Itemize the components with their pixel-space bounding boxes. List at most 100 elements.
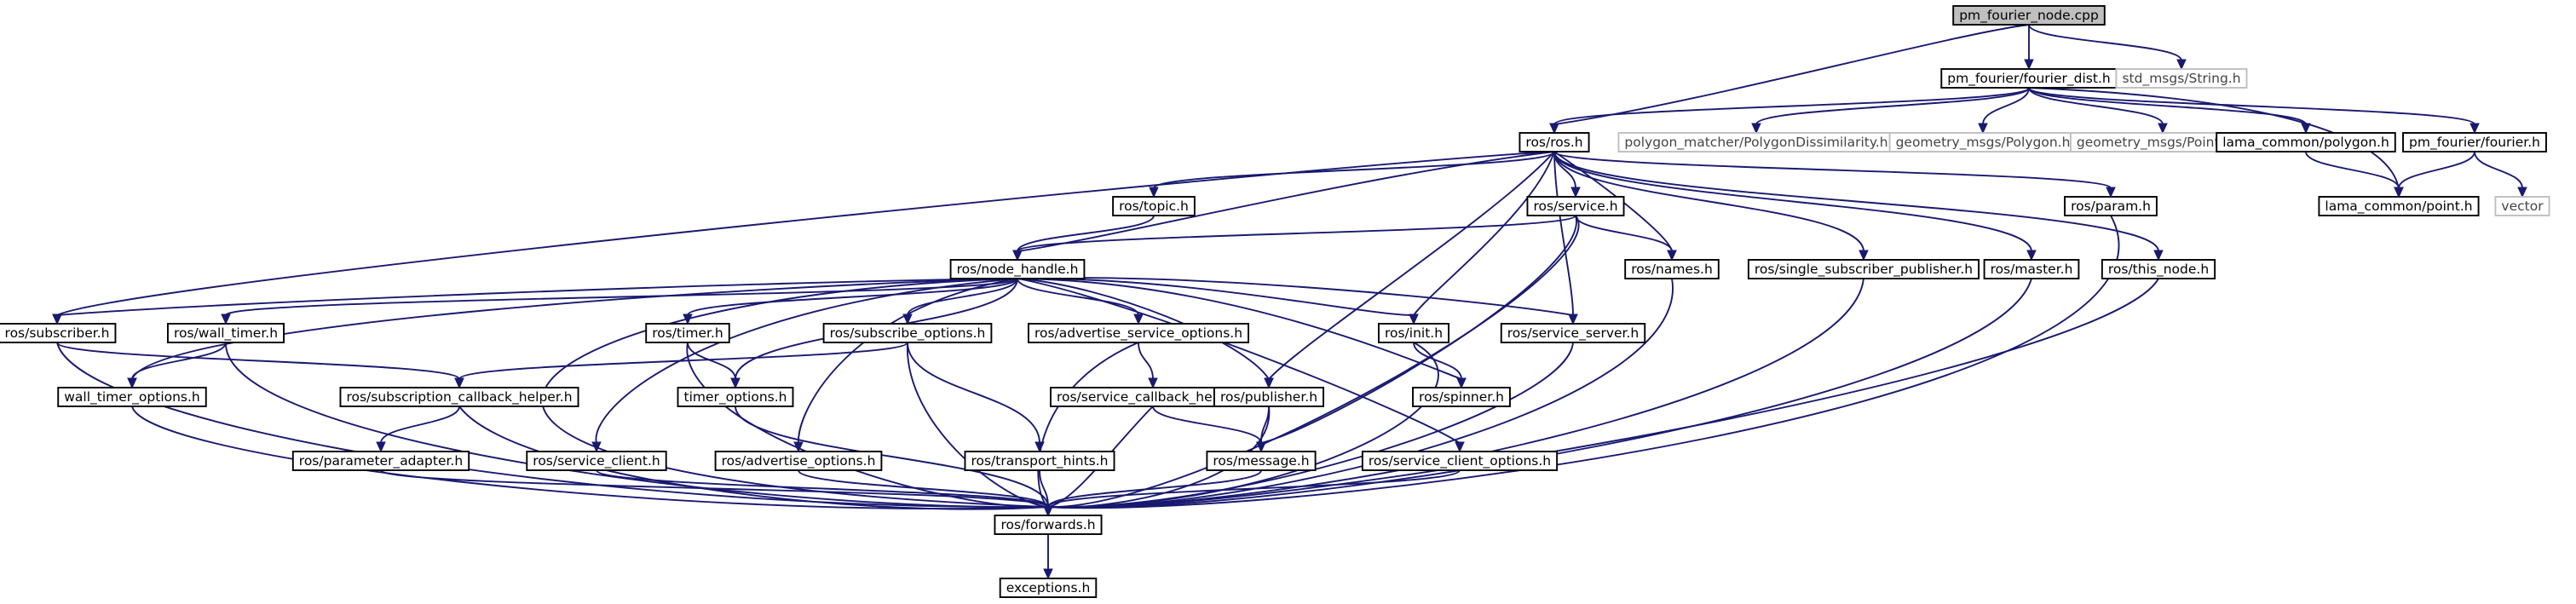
edge-lama-common-polygon-h-to-lama-common-point-h [2305,151,2404,198]
node-box [2494,196,2550,216]
arrowhead-icon [1012,250,1023,262]
node-label: ros/this_node.h [2108,262,2209,278]
node-ros-transport-hints-h[interactable]: ros/transport_hints.h [964,451,1115,471]
node-box [526,451,667,471]
node-box [714,451,883,471]
node-geometry-msgs-polygon-h: geometry_msgs/Polygon.h [1888,132,2078,152]
node-ros-service-h[interactable]: ros/service.h [1526,196,1625,216]
node-label: std_msgs/String.h [2122,71,2240,87]
node-label: pm_fourier/fourier_dist.h [1947,71,2110,87]
node-box [1519,132,1590,152]
node-ros-parameter-adapter-h[interactable]: ros/parameter_adapter.h [291,451,470,471]
node-label: wall_timer_options.h [64,389,200,406]
node-timer-options-h[interactable]: timer_options.h [677,387,794,407]
node-pm-fourier-fourier-h[interactable]: pm_fourier/fourier.h [2402,132,2547,152]
node-ros-topic-h[interactable]: ros/topic.h [1112,196,1196,216]
edge-pm-fourier-node-cpp-to-std-msgs-string-h [2028,24,2187,71]
edge-ros-node-handle-h-to-ros-wall-timer-h [221,278,1018,325]
node-ros-advertise-options-h[interactable]: ros/advertise_options.h [714,451,883,471]
edge-ros-node-handle-h-to-ros-advertise-service-options-h [1017,278,1144,325]
arrowhead-icon [2153,250,2164,262]
edge-ros-node-handle-h-to-ros-publisher-h [1017,278,1274,389]
node-pm-fourier-node-cpp[interactable]: pm_fourier_node.cpp [1952,5,2106,26]
arrowhead-icon [1148,377,1158,389]
node-label: ros/service_client.h [533,453,660,469]
node-ros-subscribe-options-h[interactable]: ros/subscribe_options.h [822,323,993,343]
node-lama-common-point-h[interactable]: lama_common/point.h [2318,196,2480,216]
node-ros-subscriber-h[interactable]: ros/subscriber.h [0,323,117,343]
node-ros-forwards-h[interactable]: ros/forwards.h [994,515,1103,535]
edge-pm-fourier-fourier-h-to-lama-common-point-h [2394,151,2475,198]
node-ros-service-client-options-h[interactable]: ros/service_client_options.h [1361,451,1559,471]
arrowhead-icon [127,377,137,389]
arrowhead-icon [2394,187,2404,198]
node-ros-service-client-h[interactable]: ros/service_client.h [526,451,667,471]
node-ros-message-h[interactable]: ros/message.h [1206,451,1317,471]
node-ros-param-h[interactable]: ros/param.h [2064,196,2158,216]
arrowhead-icon [730,377,741,389]
node-box [2101,259,2216,279]
node-label: ros/master.h [1991,262,2073,277]
nodes-layer: pm_fourier_node.cpp pm_fourier/fourier_di… [0,5,2550,598]
node-ros-node-handle-h[interactable]: ros/node_handle.h [949,259,1086,279]
node-ros-spinner-h[interactable]: ros/spinner.h [1412,387,1511,407]
node-label: ros/param.h [2071,198,2151,214]
node-ros-ros-h[interactable]: ros/ros.h [1519,132,1590,152]
node-label: ros/message.h [1213,453,1309,469]
arrowhead-icon [376,441,386,453]
arrowhead-icon [1549,123,1559,135]
node-label: ros/node_handle.h [957,262,1079,278]
node-box [1952,5,2106,26]
node-ros-subscription-callback-helper-h[interactable]: ros/subscription_callback_helper.h [339,387,579,407]
node-label: ros/publisher.h [1220,389,1317,405]
node-ros-single-subscriber-publisher-h[interactable]: ros/single_subscriber_publisher.h [1747,259,1980,279]
arrowhead-icon [2024,59,2034,71]
arrowhead-icon [2469,123,2480,135]
edge-ros-node-handle-h-to-ros-init-h [1017,278,1419,325]
edge-ros-ros-h-to-ros-master-h [1553,151,2037,262]
node-ros-publisher-h[interactable]: ros/publisher.h [1213,387,1324,407]
node-label: ros/parameter_adapter.h [299,453,463,469]
node-label: ros/advertise_options.h [722,453,876,469]
node-wall-timer-options-h[interactable]: wall_timer_options.h [57,387,207,407]
node-label: geometry_msgs/Point32.h [2077,135,2249,151]
node-ros-init-h[interactable]: ros/init.h [1378,323,1449,343]
edge-pm-fourier-fourier-dist-h-to-polygon-matcher-polygondissimilarity-h [1751,87,2030,135]
node-label: ros/service.h [1533,198,1617,214]
node-box [1213,387,1324,407]
node-ros-advertise-service-options-h[interactable]: ros/advertise_service_options.h [1028,323,1249,343]
node-box [677,387,794,407]
node-ros-service-callback-helper-h[interactable]: ros/service_callback_helper.h [1050,387,1256,407]
node-box [57,387,207,407]
node-box [1412,387,1511,407]
edge-ros-publisher-h-to-ros-message-h [1256,406,1270,453]
node-ros-wall-timer-h[interactable]: ros/wall_timer.h [167,323,285,343]
node-ros-service-server-h[interactable]: ros/service_server.h [1500,323,1646,343]
node-label: ros/service_server.h [1507,325,1639,342]
node-box [999,578,1098,598]
edge-pm-fourier-fourier-dist-h-to-pm-fourier-fourier-h [2028,87,2480,135]
edge-pm-fourier-fourier-dist-h-to-geometry-msgs-point32-h [2028,87,2168,135]
node-ros-names-h[interactable]: ros/names.h [1624,259,1720,279]
node-box [1983,259,2080,279]
arrowhead-icon [1043,505,1053,517]
node-box [645,323,730,343]
node-box [2064,196,2158,216]
node-ros-timer-h[interactable]: ros/timer.h [645,323,730,343]
node-ros-this-node-h[interactable]: ros/this_node.h [2101,259,2216,279]
edge-ros-subscriber-h-to-ros-subscription-callback-helper-h [56,342,464,389]
node-exceptions-h[interactable]: exceptions.h [999,578,1098,598]
node-box [1747,259,1980,279]
arrowhead-icon [1667,250,1677,262]
node-lama-common-polygon-h[interactable]: lama_common/polygon.h [2216,132,2396,152]
node-pm-fourier-fourier-dist-h[interactable]: pm_fourier/fourier_dist.h [1940,68,2118,89]
node-label: polygon_matcher/PolygonDissimilarity.h [1624,135,1887,151]
arrowhead-icon [2026,250,2037,262]
node-label: ros/single_subscriber_publisher.h [1755,262,1973,278]
edge-pm-fourier-fourier-dist-h-to-geometry-msgs-polygon-h [1978,87,2030,135]
arrowhead-icon [1456,377,1467,389]
arrowhead-icon [2158,123,2168,135]
node-ros-master-h[interactable]: ros/master.h [1983,259,2080,279]
node-box [994,515,1103,535]
node-box [1112,196,1196,216]
